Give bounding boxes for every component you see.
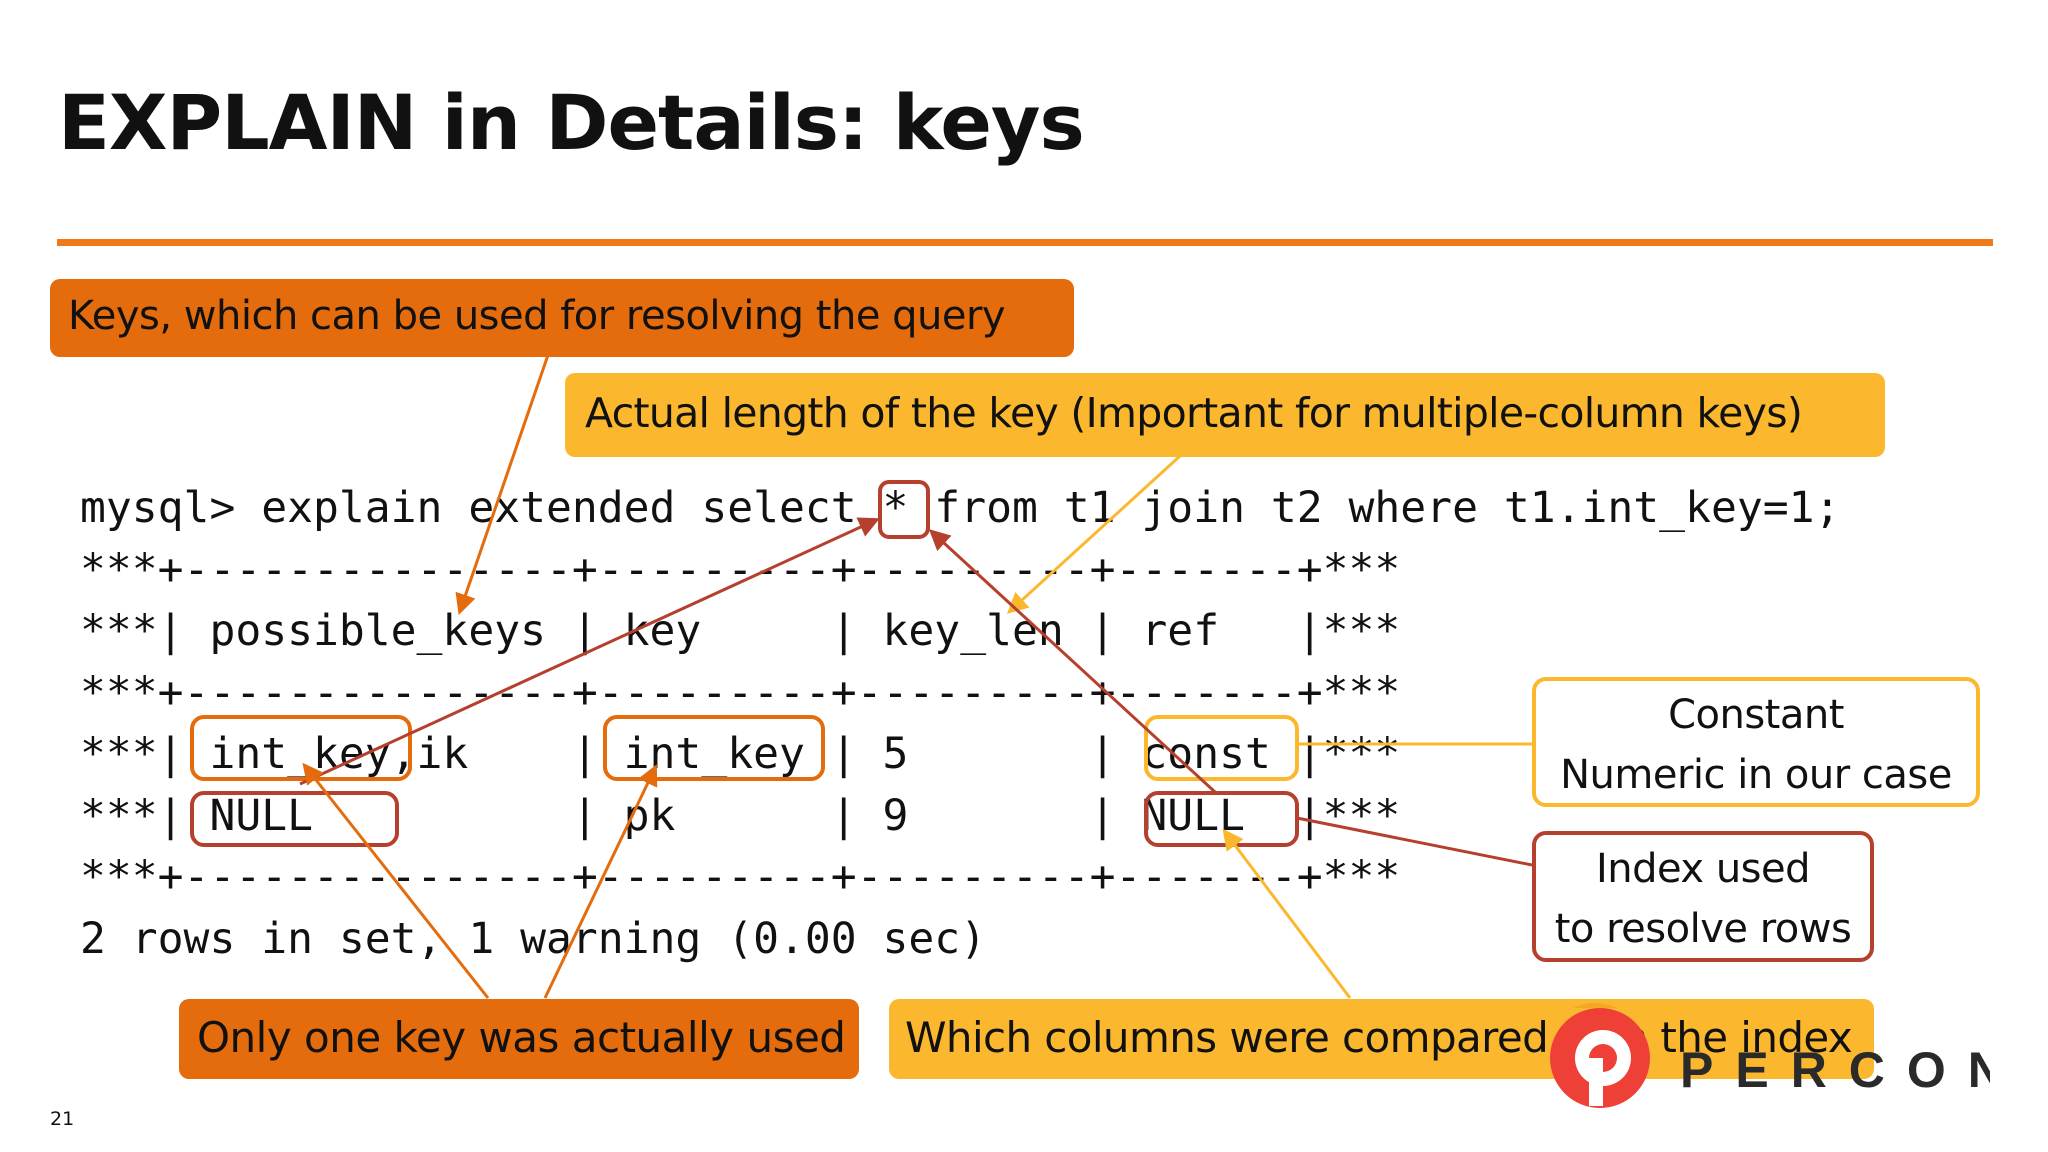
- arrow-key-used-right: [543, 764, 658, 999]
- title-divider: [57, 239, 1993, 246]
- page-number: 21: [50, 1108, 75, 1130]
- code-line-border: ***+---------------+---------+---------+…: [80, 852, 1401, 902]
- callout-ref: Which columns were compared with the ind…: [889, 999, 1874, 1079]
- code-line-row-2: ***| NULL | pk | 9 | NULL |***: [80, 790, 1401, 841]
- callout-index-line-1: Index used: [1595, 846, 1811, 892]
- explain-output: mysql> explain extended select * from t1…: [80, 478, 1840, 970]
- highlight-null-ref: [1144, 791, 1299, 847]
- highlight-star: [878, 480, 930, 539]
- arrow-key-len: [1006, 454, 1182, 614]
- code-line-header: ***| possible_keys | key | key_len | ref…: [80, 606, 1401, 656]
- callout-index-used: Index used to resolve rows: [1532, 831, 1874, 962]
- arrow-possible-keys: [455, 354, 550, 615]
- code-line-summary: 2 rows in set, 1 warning (0.00 sec): [80, 913, 987, 964]
- highlight-const: [1144, 715, 1299, 781]
- callout-constant: Constant Numeric in our case: [1532, 677, 1980, 807]
- percona-logo: PERCONA: [1550, 1002, 1990, 1108]
- arrow-ref: [1222, 828, 1352, 999]
- callout-constant-line-2: Numeric in our case: [1560, 752, 1952, 798]
- arrow-star: [299, 517, 880, 786]
- connector-index-used: [1296, 816, 1533, 867]
- arrow-key-used-left: [302, 762, 490, 999]
- highlight-int-key: [603, 715, 825, 781]
- callout-constant-line-1: Constant: [1668, 692, 1844, 738]
- code-line-command: mysql> explain extended select * from t1…: [80, 483, 1841, 533]
- percona-logo-text: PERCONA: [1680, 1042, 1990, 1098]
- slide-title: EXPLAIN in Details: keys: [58, 78, 1085, 167]
- highlight-null-possible: [190, 791, 399, 847]
- callout-key-len: Actual length of the key (Important for …: [565, 373, 1885, 457]
- arrow-null-to-star: [928, 529, 1217, 794]
- percona-logo-icon: [1550, 1002, 1650, 1108]
- code-line-border: ***+---------------+---------+---------+…: [80, 667, 1401, 718]
- callout-key-used: Only one key was actually used: [179, 999, 859, 1079]
- callout-possible-keys: Keys, which can be used for resolving th…: [50, 279, 1074, 357]
- code-line-row-1: ***| int_key,ik | int_key | 5 | const |*…: [80, 729, 1401, 779]
- callout-index-line-2: to resolve rows: [1554, 906, 1852, 952]
- code-line-border: ***+---------------+---------+---------+…: [80, 544, 1401, 595]
- highlight-int-key-ik: [190, 715, 412, 781]
